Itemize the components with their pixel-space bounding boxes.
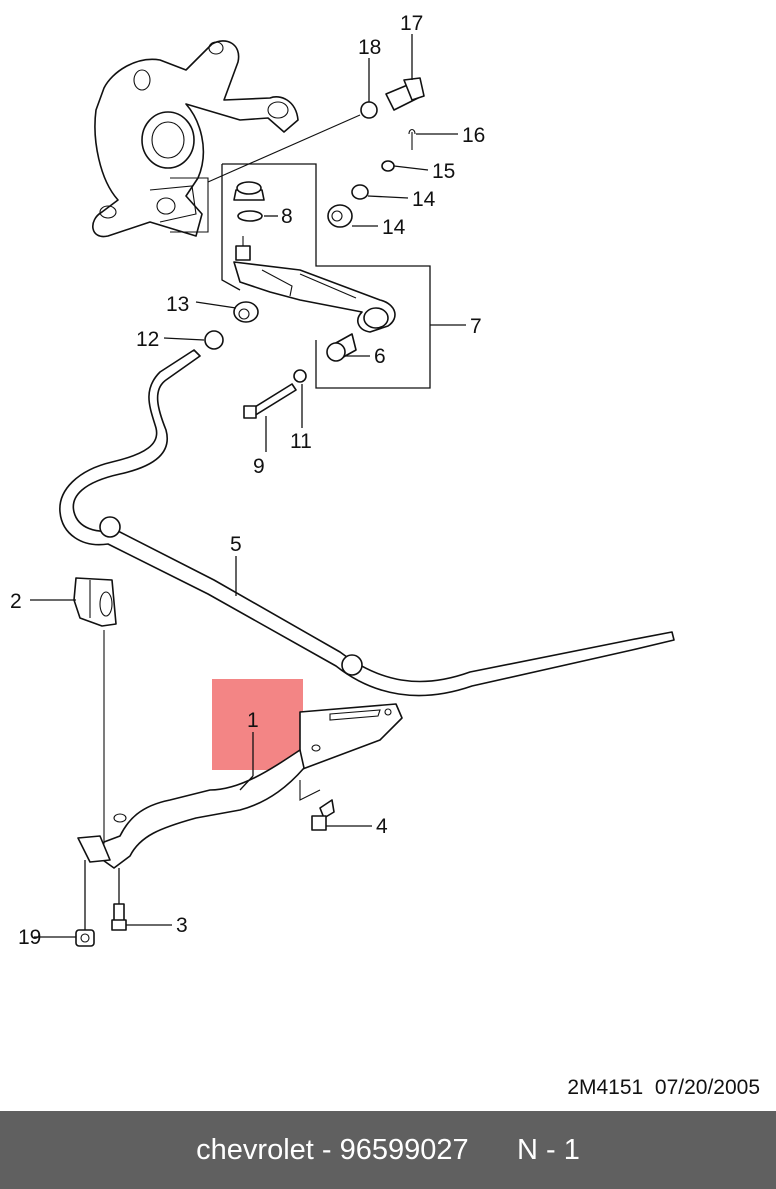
lower-control-arm xyxy=(233,236,396,333)
callout-9: 8 xyxy=(281,205,293,228)
callout-16: 15 xyxy=(432,160,455,183)
callout-1: 1 xyxy=(247,709,259,732)
callout-14-upper: 14 xyxy=(382,216,406,239)
bolt-11 xyxy=(243,383,297,419)
stabilizer-bracket xyxy=(77,703,403,869)
bushing-lower xyxy=(233,301,259,323)
callout-17: 16 xyxy=(462,124,485,147)
parts-diagram: 17 18 16 15 14 14 8 7 13 12 6 11 9 5 2 1… xyxy=(10,12,675,949)
bolt-5 xyxy=(311,799,335,831)
bushing-8 xyxy=(326,333,357,362)
stabilizer-bar xyxy=(59,349,675,697)
footer-separator: - xyxy=(313,1133,340,1166)
washer-18 xyxy=(360,101,378,119)
callout-3: 19 xyxy=(18,926,41,949)
bolt-19 xyxy=(385,77,425,111)
callout-19: 17 xyxy=(400,12,423,35)
control-arm-bracket-outline xyxy=(221,163,431,389)
callout-4: 3 xyxy=(176,914,188,937)
washer-13 xyxy=(204,330,224,350)
bushing-upper xyxy=(327,204,353,228)
reference-code: 2M4151 07/20/2005 xyxy=(567,1076,760,1100)
diagram-date: 07/20/2005 xyxy=(654,1076,760,1099)
callout-7: 7 xyxy=(470,315,482,338)
callout-5: 4 xyxy=(376,815,388,838)
steering-knuckle xyxy=(92,40,299,238)
callout-13: 12 xyxy=(136,328,159,351)
ball-joint-boot xyxy=(233,181,265,222)
callout-2: 2 xyxy=(10,590,22,613)
leader-lines xyxy=(30,34,466,938)
callout-14-lower: 13 xyxy=(166,293,189,316)
footer-bar: chevrolet - 96599027 N - 1 xyxy=(0,1111,776,1189)
nut-3 xyxy=(75,929,95,947)
stabilizer-bushing xyxy=(73,577,117,627)
footer-part-number: 96599027 xyxy=(339,1133,469,1166)
highlight-box xyxy=(212,679,303,770)
diagram-code: 2M4151 xyxy=(567,1076,644,1099)
callout-15: 14 xyxy=(412,188,436,211)
callout-6: 5 xyxy=(230,533,242,556)
callout-12: 11 xyxy=(290,430,312,453)
callout-18: 18 xyxy=(358,36,381,59)
cotter-pin-17 xyxy=(408,128,416,150)
footer-position: N - 1 xyxy=(516,1133,580,1166)
callout-11: 9 xyxy=(253,455,265,478)
bolt-4 xyxy=(111,903,127,931)
nut-16 xyxy=(381,160,395,172)
callout-8: 6 xyxy=(374,345,386,368)
washer-12 xyxy=(293,369,307,383)
footer-gap xyxy=(469,1134,517,1167)
washer-15 xyxy=(351,184,369,200)
footer-brand: chevrolet xyxy=(196,1133,314,1166)
